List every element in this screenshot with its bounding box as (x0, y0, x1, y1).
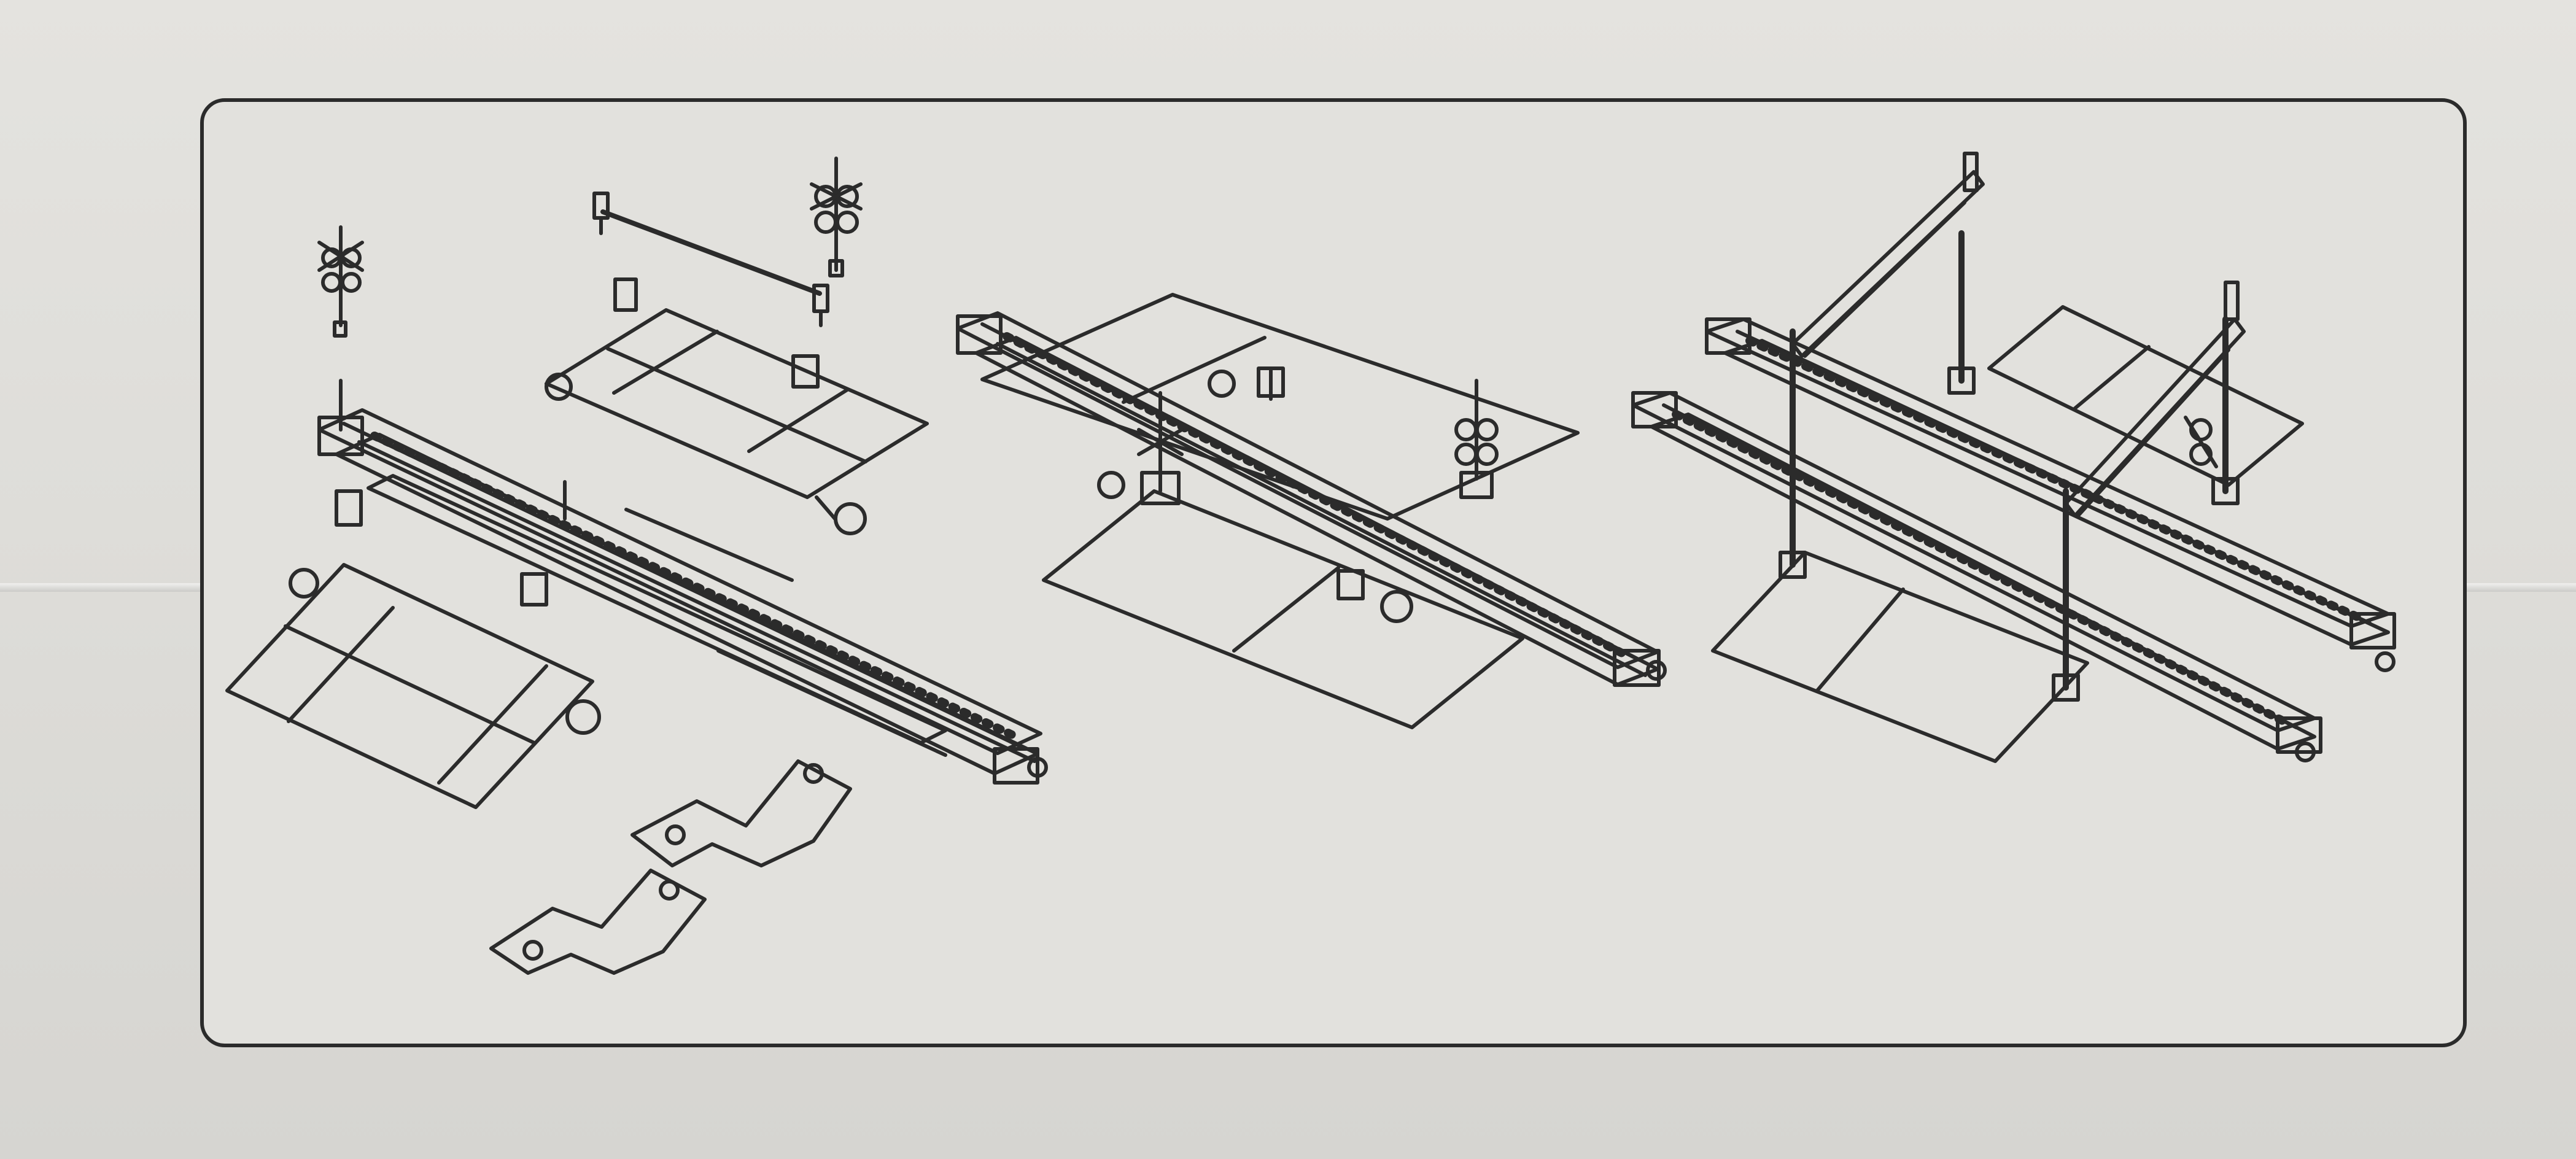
signal-gantry-left (1779, 152, 1985, 579)
figure-1-exploded-parts (225, 157, 1048, 975)
clip-part (791, 354, 820, 389)
road-plate-upper (545, 308, 929, 535)
figure-2-single-track-crossing (956, 293, 1667, 729)
track-section (317, 379, 1048, 785)
single-track (956, 311, 1667, 687)
crossing-signal-right (1454, 379, 1499, 499)
signal-gantry-right (2052, 281, 2246, 702)
connector-plate-2 (489, 869, 707, 975)
road-plate-lower (225, 563, 601, 809)
barrier-post (1257, 366, 1365, 600)
crossing-signal-left (1137, 391, 1184, 505)
road-plate-top (1987, 305, 2304, 487)
road-plate-top (980, 293, 1580, 521)
crossing-signal-gantry (2184, 416, 2218, 468)
track-1 (1705, 317, 2396, 672)
road-plate-bottom (1711, 551, 2089, 763)
connector-plate-1 (630, 759, 852, 867)
road-plate-bottom (1042, 489, 1524, 729)
crossing-signal-small (317, 225, 364, 338)
clip-part (613, 277, 638, 312)
barrier-pole (592, 192, 829, 327)
crossing-signal-large (810, 157, 863, 277)
side-ramp-plate (335, 474, 947, 757)
figure-3-double-track-crossing (1631, 152, 2396, 763)
track-2 (1631, 391, 2322, 762)
